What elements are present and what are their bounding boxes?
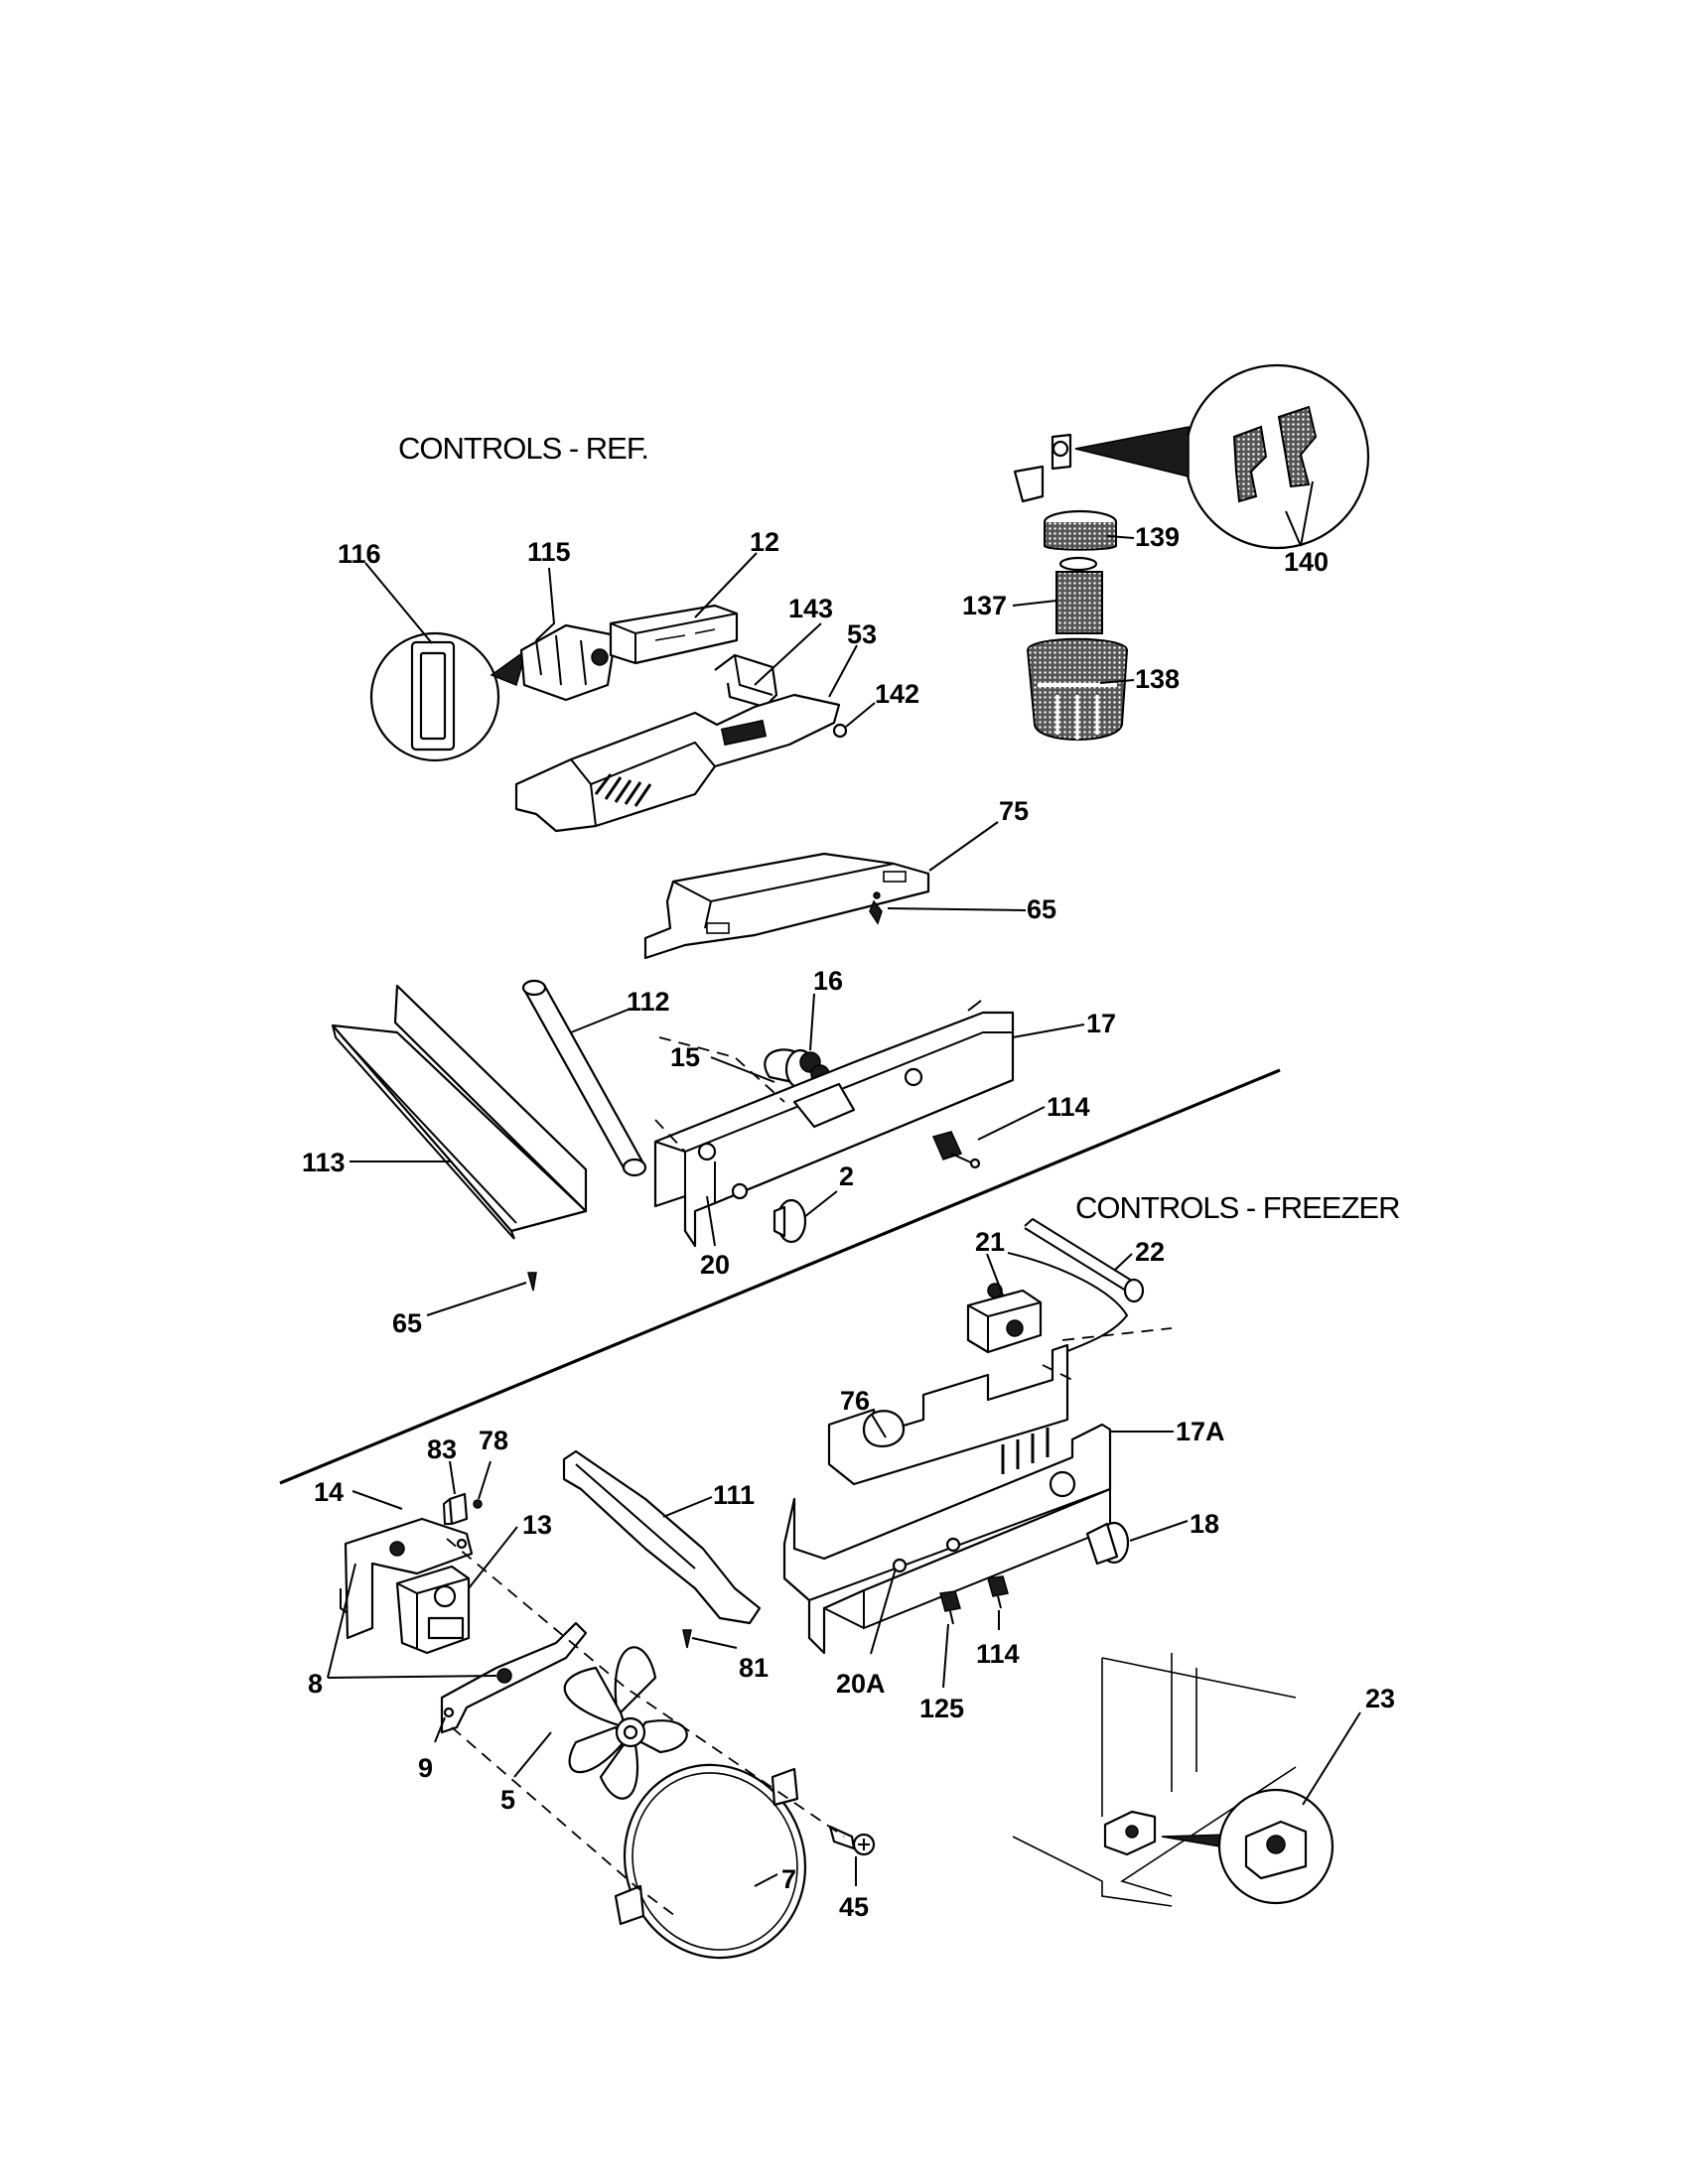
part-83-clip — [442, 1492, 469, 1526]
part-7-fan-shroud — [614, 1763, 807, 1960]
part-5-fan-blade — [563, 1646, 688, 1800]
callout-13: 13 — [522, 1510, 552, 1540]
leader-lines — [327, 480, 1361, 1887]
part-53-bracket — [514, 693, 841, 833]
guide-line — [658, 1036, 785, 1103]
guide-line — [654, 1119, 686, 1153]
part-137-cartridge — [1055, 556, 1103, 634]
callout-2: 2 — [839, 1161, 854, 1191]
part-143-clip — [714, 653, 778, 709]
part-116-gasket — [369, 631, 528, 762]
guide-line — [446, 1538, 845, 1838]
callout-18: 18 — [1190, 1509, 1219, 1539]
callout-78: 78 — [479, 1426, 508, 1455]
callout-12: 12 — [750, 527, 779, 557]
callout-75: 75 — [999, 796, 1029, 826]
callout-65-upper: 65 — [1027, 894, 1056, 924]
part-114-switch-freezer — [987, 1575, 1009, 1609]
callout-143: 143 — [788, 594, 833, 623]
part-17-control-channel — [653, 1000, 1015, 1248]
callout-111: 111 — [713, 1480, 755, 1510]
callout-81: 81 — [739, 1653, 769, 1683]
callout-8: 8 — [308, 1669, 323, 1699]
callout-115: 115 — [527, 537, 571, 567]
callout-53: 53 — [847, 619, 877, 649]
part-65-screw-upper — [869, 899, 883, 925]
callout-20a: 20A — [836, 1669, 886, 1699]
callout-17: 17 — [1086, 1009, 1116, 1038]
part-125-switch — [939, 1590, 961, 1625]
callout-112: 112 — [627, 987, 670, 1017]
part-114-switch-ref — [931, 1131, 981, 1169]
part-8-motor-mount — [440, 1621, 588, 1734]
part-113-angle-shelf — [331, 984, 588, 1240]
part-17a-freezer-channel — [782, 1423, 1112, 1655]
part-115-control-housing — [519, 623, 618, 702]
callout-138: 138 — [1135, 664, 1180, 694]
part-14-motor-bracket — [340, 1517, 474, 1640]
part-2-knob — [772, 1198, 807, 1244]
callout-15: 15 — [670, 1042, 700, 1072]
callout-76: 76 — [840, 1386, 870, 1416]
callout-22: 22 — [1135, 1237, 1165, 1267]
part-81-screw — [682, 1629, 692, 1649]
freezer-controls-title: CONTROLS - FREEZER — [1075, 1190, 1399, 1225]
callout-labels: 116 115 12 143 53 142 139 140 137 138 75… — [302, 522, 1395, 1922]
callout-9: 9 — [418, 1753, 433, 1783]
callout-65-lower: 65 — [392, 1308, 422, 1338]
callout-17a: 17A — [1176, 1417, 1225, 1446]
part-23-defrost-thermostat — [1012, 1653, 1334, 1907]
callout-137: 137 — [962, 591, 1007, 620]
part-12-cover — [609, 604, 739, 665]
part-111-bar — [562, 1449, 762, 1625]
callout-142: 142 — [875, 679, 919, 709]
callout-140: 140 — [1284, 547, 1329, 577]
callout-113: 113 — [302, 1148, 346, 1177]
part-78-screw — [473, 1499, 483, 1509]
part-142-nut — [832, 723, 848, 739]
callout-5: 5 — [500, 1785, 515, 1815]
callout-45: 45 — [839, 1892, 869, 1922]
guide-line — [1042, 1327, 1173, 1381]
part-13-motor — [395, 1565, 471, 1655]
callout-16: 16 — [813, 966, 843, 996]
callout-83: 83 — [427, 1434, 457, 1464]
part-18-knob — [1085, 1521, 1130, 1566]
guide-line — [451, 1726, 676, 1917]
part-21-thermostat — [966, 1283, 1043, 1354]
part-65-screw-lower — [527, 1272, 537, 1292]
ref-controls-title: CONTROLS - REF. — [398, 431, 648, 466]
part-22-capillary-tube — [1007, 1217, 1145, 1356]
callout-7: 7 — [781, 1864, 796, 1894]
callout-23: 23 — [1365, 1684, 1395, 1713]
callout-21: 21 — [975, 1227, 1005, 1257]
section-divider-line — [279, 1068, 1281, 1485]
part-75-plate — [643, 852, 930, 960]
part-140-fittings-detail — [1074, 363, 1370, 550]
callout-125: 125 — [919, 1694, 964, 1723]
part-138-housing — [1026, 637, 1129, 741]
callout-20: 20 — [700, 1250, 730, 1280]
part-112-rod — [521, 979, 647, 1177]
callout-14: 14 — [314, 1477, 344, 1507]
callout-114-ref: 114 — [1047, 1092, 1090, 1122]
part-139-filter-head — [1013, 433, 1118, 551]
callout-116: 116 — [338, 539, 381, 569]
callout-114-freezer: 114 — [976, 1639, 1020, 1669]
callout-139: 139 — [1135, 522, 1180, 552]
